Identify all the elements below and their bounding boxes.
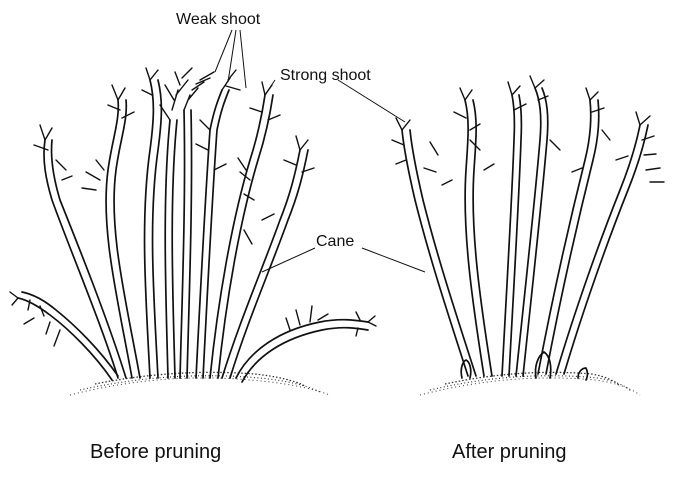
after-pruning-caption: After pruning [452, 441, 567, 463]
before-pruning-caption: Before pruning [90, 441, 221, 463]
after-canes [401, 87, 649, 381]
strong-shoot-label: Strong shoot [280, 67, 371, 84]
weak-shoot-label: Weak shoot [176, 11, 261, 28]
cane-label: Cane [316, 233, 354, 250]
before-pruning-bush [9, 29, 377, 396]
before-canes [17, 79, 369, 383]
before-twigs [9, 67, 377, 347]
before-leader-lines [214, 29, 316, 273]
after-leader-lines [337, 79, 426, 273]
after-pruning-bush [337, 75, 665, 396]
after-twigs [391, 75, 665, 186]
before-soil-mound [69, 371, 331, 396]
after-soil-mound [419, 371, 641, 396]
